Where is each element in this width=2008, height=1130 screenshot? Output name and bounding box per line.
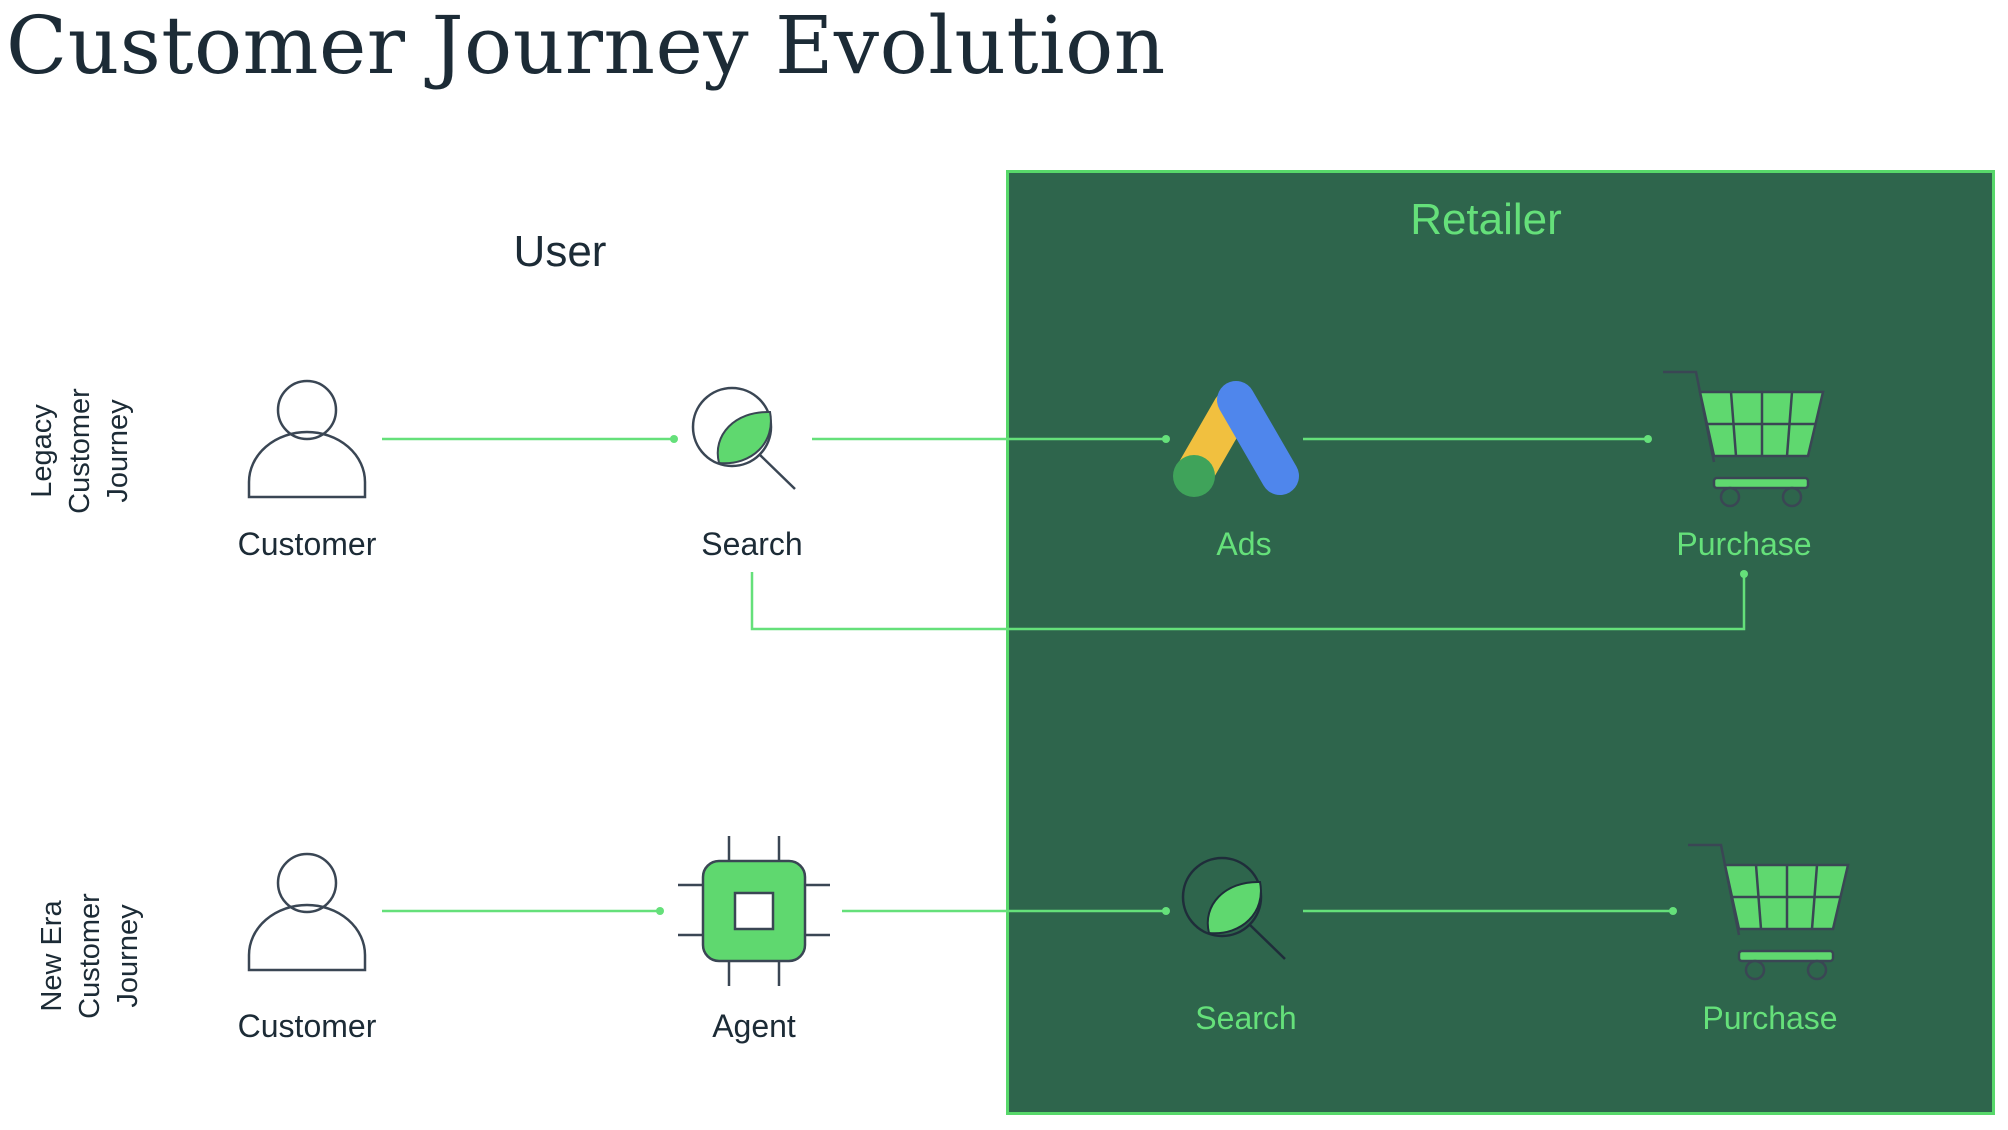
connector-dot [1644, 435, 1652, 443]
chip-icon [678, 836, 830, 986]
page-title: Customer Journey Evolution [6, 0, 1166, 92]
connector-dot [1740, 570, 1748, 578]
connector-dot [656, 907, 664, 915]
person-icon [247, 379, 367, 499]
legacy-connectors [382, 435, 1748, 631]
ads-logo-icon [1173, 381, 1299, 497]
legacy-search-label: Search [701, 526, 803, 562]
person-icon [247, 852, 367, 972]
new-era-search-label: Search [1195, 1000, 1297, 1036]
new-era-customer-label: Customer [237, 1008, 377, 1044]
search-leaf-icon [691, 386, 796, 490]
retailer-column-heading: Retailer [1410, 195, 1562, 244]
search-leaf-icon [1181, 856, 1286, 960]
new-era-connectors [382, 907, 1677, 915]
new-era-purchase-label: Purchase [1702, 1000, 1838, 1036]
connector-dot [1162, 435, 1170, 443]
shopping-cart-icon [1663, 370, 1825, 508]
user-column-heading: User [513, 227, 607, 276]
legacy-customer-label: Customer [237, 526, 377, 562]
connector-dot [670, 435, 678, 443]
shopping-cart-icon [1688, 843, 1850, 981]
connector-dot [1162, 907, 1170, 915]
new-era-agent-label: Agent [712, 1008, 796, 1044]
connector-dot [1669, 907, 1677, 915]
legacy-ads-label: Ads [1216, 526, 1272, 562]
connector-search-purchase [750, 572, 1746, 631]
legacy-purchase-label: Purchase [1676, 526, 1812, 562]
